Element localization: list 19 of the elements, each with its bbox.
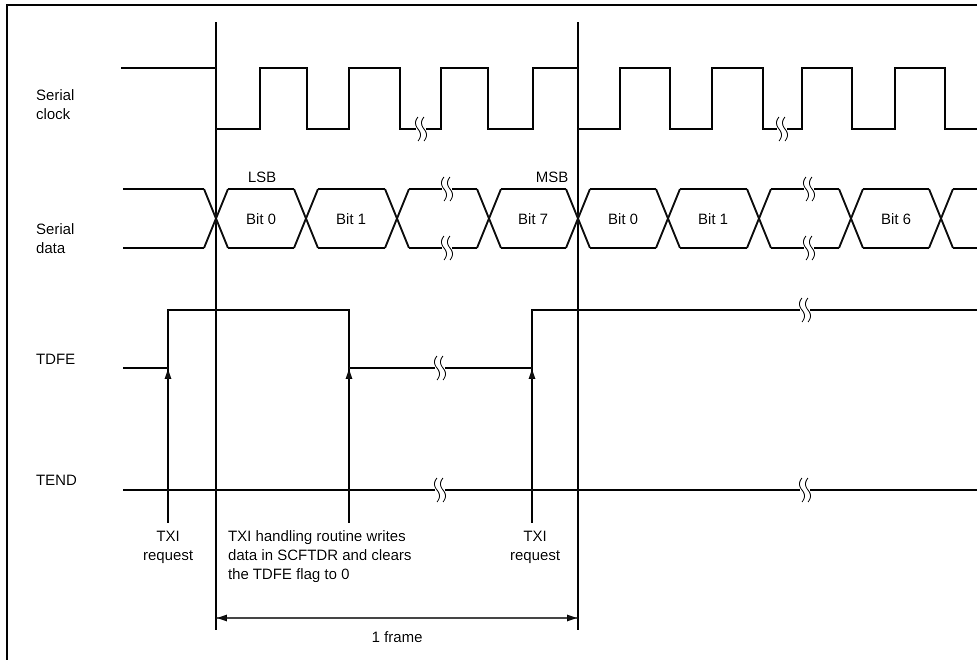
signal-name: Serial clock — [36, 86, 76, 124]
bit-label: Bit 1 — [696, 210, 729, 229]
arrow — [164, 369, 172, 523]
annotation-text: TXI handling routine writes data in SCFTDR and clears the TDFE flag to 0 — [228, 527, 424, 584]
bit-order-label: MSB — [534, 168, 570, 187]
signal-name: TDFE — [36, 350, 76, 369]
dimension-label: 1 frame — [370, 628, 424, 647]
bit-label: Bit 6 — [880, 210, 912, 229]
annotation-text: TXI request — [500, 527, 570, 565]
bit-label: Bit 7 — [516, 210, 549, 229]
signal-name: TEND — [36, 471, 77, 490]
arrow — [346, 369, 352, 523]
bit-order-label: LSB — [246, 168, 278, 187]
annotation-text: TXI request — [133, 527, 203, 565]
bit-label: Bit 0 — [244, 210, 277, 229]
arrow — [528, 369, 536, 523]
bit-label: Bit 0 — [606, 210, 639, 229]
signal-name: Serial data — [36, 220, 76, 258]
bit-label: Bit 1 — [334, 210, 367, 229]
